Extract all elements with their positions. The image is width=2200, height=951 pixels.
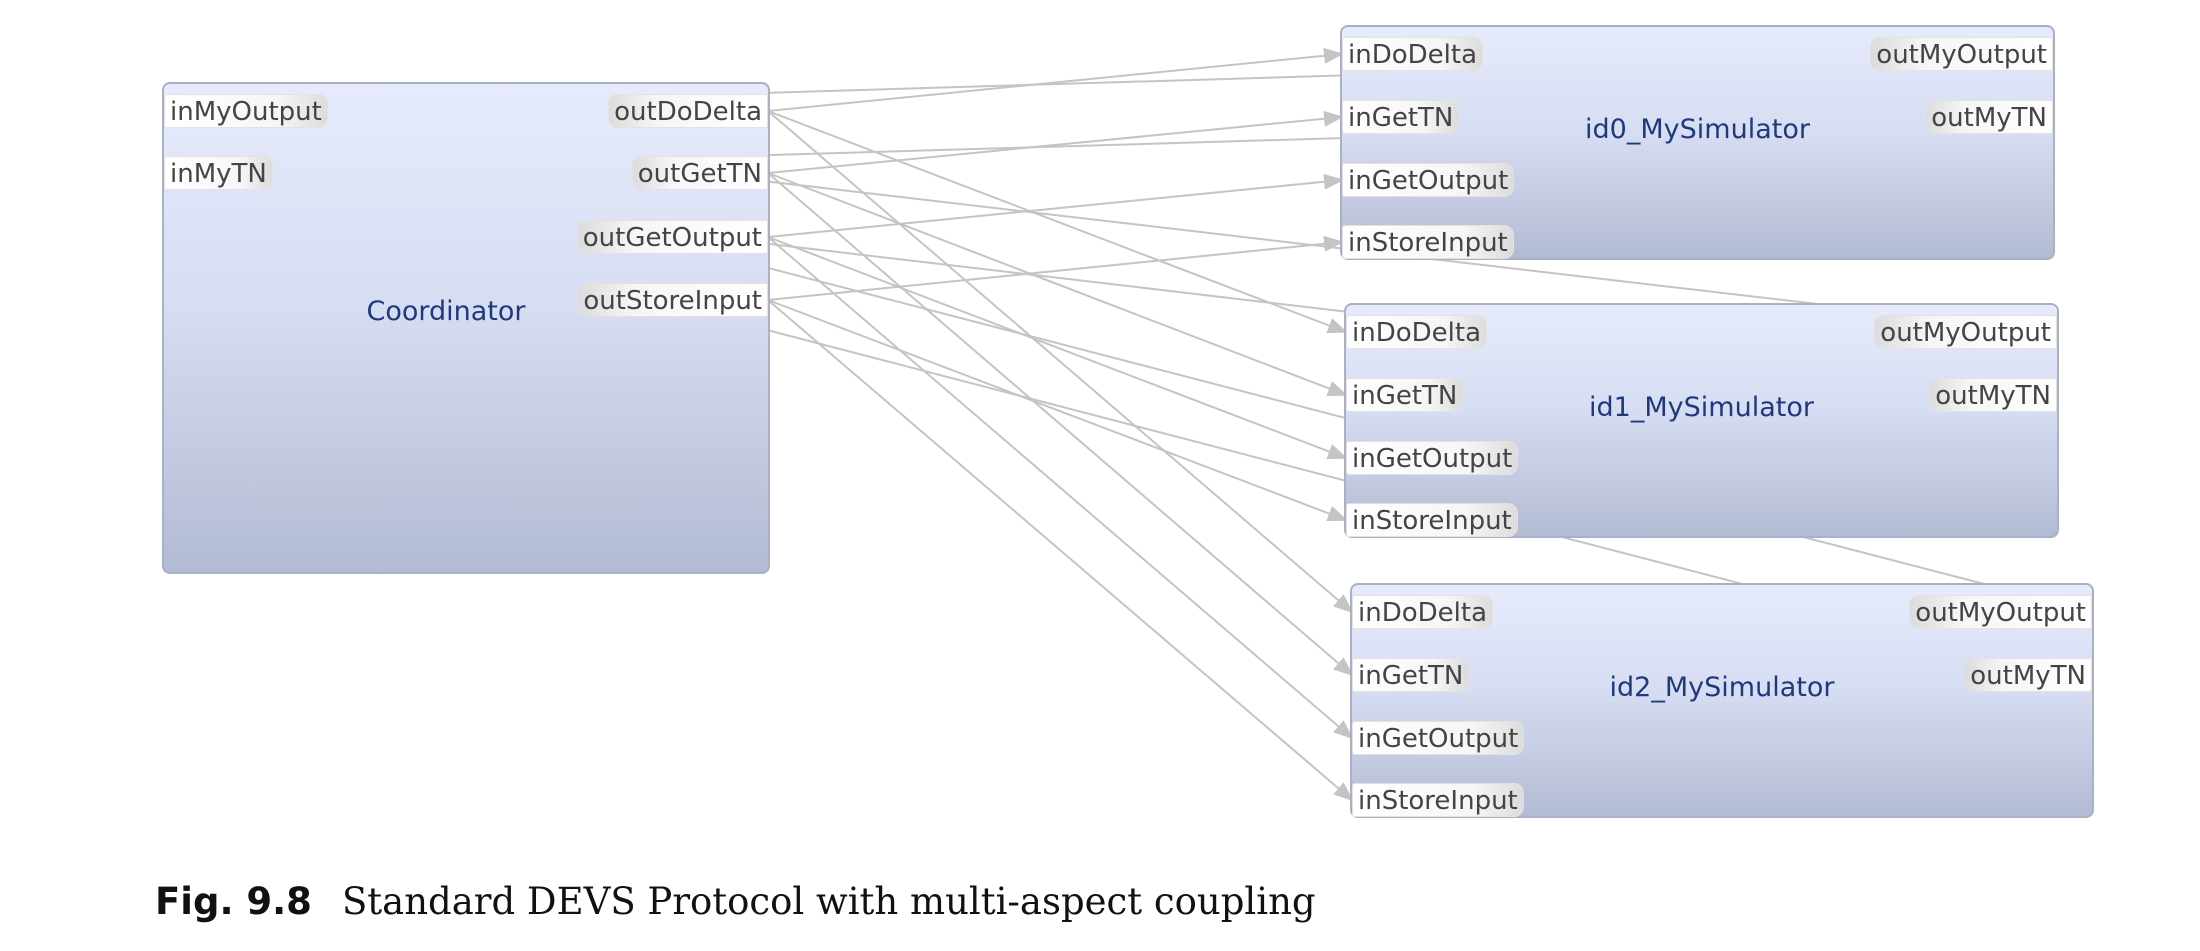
coordinator-port-outGetOutput[interactable]: outGetOutput xyxy=(576,220,768,254)
sim2-port-inGetOutput[interactable]: inGetOutput xyxy=(1352,721,1525,755)
sim1-port-inDoDelta[interactable]: inDoDelta xyxy=(1346,315,1487,349)
coupling-wire xyxy=(767,172,1348,397)
coupling-wire xyxy=(767,299,1348,522)
sim2-title: id2_MySimulator xyxy=(1609,672,1835,703)
coordinator-port-outDoDelta[interactable]: outDoDelta xyxy=(608,94,768,128)
coupling-wire xyxy=(767,110,1348,334)
coordinator-port-inMyTN[interactable]: inMyTN xyxy=(164,156,273,190)
coupling-wire xyxy=(767,235,1344,301)
coupling-wire xyxy=(767,47,1344,112)
sim0-port-outMyOutput[interactable]: outMyOutput xyxy=(1870,37,2053,71)
figure-caption: Fig. 9.8 Standard DEVS Protocol with mult… xyxy=(155,880,1316,923)
sim2-port-outMyTN[interactable]: outMyTN xyxy=(1964,658,2092,692)
sim1-port-inGetTN[interactable]: inGetTN xyxy=(1346,378,1464,412)
sim2-port-inGetTN[interactable]: inGetTN xyxy=(1352,658,1470,692)
coupling-wire xyxy=(767,173,1344,238)
coordinator-port-outStoreInput[interactable]: outStoreInput xyxy=(577,283,768,317)
sim0-port-outMyTN[interactable]: outMyTN xyxy=(1925,100,2053,134)
coupling-wire xyxy=(767,236,1354,740)
coordinator-title: Coordinator xyxy=(366,296,526,327)
sim2-port-outMyOutput[interactable]: outMyOutput xyxy=(1909,595,2092,629)
coupling-wire xyxy=(767,110,1354,614)
coupling-wire xyxy=(767,236,1348,460)
sim0-port-inGetOutput[interactable]: inGetOutput xyxy=(1342,163,1515,197)
caption-text: Standard DEVS Protocol with multi-aspect… xyxy=(341,880,1316,923)
sim0-port-inGetTN[interactable]: inGetTN xyxy=(1342,100,1460,134)
coupling-wire xyxy=(767,110,1344,174)
sim2-port-inDoDelta[interactable]: inDoDelta xyxy=(1352,595,1493,629)
sim0-title: id0_MySimulator xyxy=(1585,114,1810,145)
coupling-wire xyxy=(767,299,1354,802)
caption-label: Fig. 9.8 xyxy=(155,880,312,923)
coordinator-port-inMyOutput[interactable]: inMyOutput xyxy=(164,94,328,128)
sim2-port-inStoreInput[interactable]: inStoreInput xyxy=(1352,783,1524,817)
sim1-port-inGetOutput[interactable]: inGetOutput xyxy=(1346,441,1519,475)
sim0-port-inDoDelta[interactable]: inDoDelta xyxy=(1342,37,1483,71)
sim0-port-inStoreInput[interactable]: inStoreInput xyxy=(1342,225,1514,259)
sim1-port-inStoreInput[interactable]: inStoreInput xyxy=(1346,503,1518,537)
coordinator-port-outGetTN[interactable]: outGetTN xyxy=(631,156,768,190)
sim1-port-outMyTN[interactable]: outMyTN xyxy=(1929,378,2057,412)
sim1-title: id1_MySimulator xyxy=(1589,392,1814,423)
coupling-wire xyxy=(767,172,1354,677)
sim1-port-outMyOutput[interactable]: outMyOutput xyxy=(1874,315,2057,349)
